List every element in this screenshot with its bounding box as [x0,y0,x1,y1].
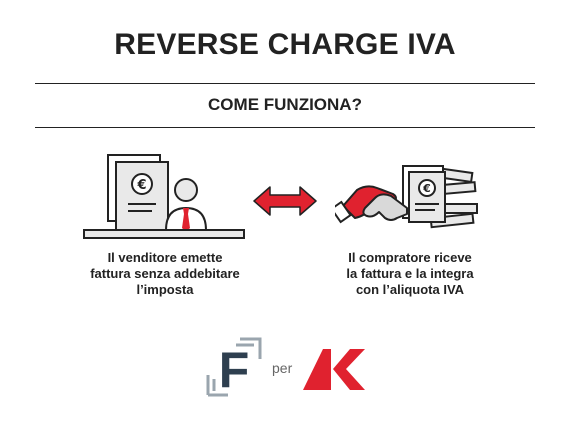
buyer-caption-line: Il compratore riceve [348,250,472,265]
handshake-invoice-icon: € [335,165,478,229]
footer-logos: F [206,337,365,398]
seller-caption-line: Il venditore emette [107,250,223,265]
buyer-caption-line: con l’aliquota IVA [355,282,465,297]
seller-invoice-icon: € [83,154,245,239]
euro-symbol-2: € [422,182,431,195]
page-title: REVERSE CHARGE IVA [114,28,456,61]
divider-bottom [35,127,535,128]
seller-caption: Il venditore emette fattura senza addebi… [60,250,270,298]
page-subtitle: COME FUNZIONA? [208,95,362,114]
k-logo-icon [303,349,365,390]
divider-top [35,83,535,84]
seller-caption-line: l’imposta [136,282,194,297]
f-logo-letter: F [219,342,250,398]
per-label: per [272,360,293,376]
buyer-caption: Il compratore riceve la fattura e la int… [315,250,505,298]
buyer-caption-line: la fattura e la integra [346,266,474,281]
seller-caption-line: fattura senza addebitare [90,266,240,281]
euro-symbol: € [136,178,146,193]
f-logo-icon: F [206,337,262,398]
double-arrow-icon [253,186,317,216]
